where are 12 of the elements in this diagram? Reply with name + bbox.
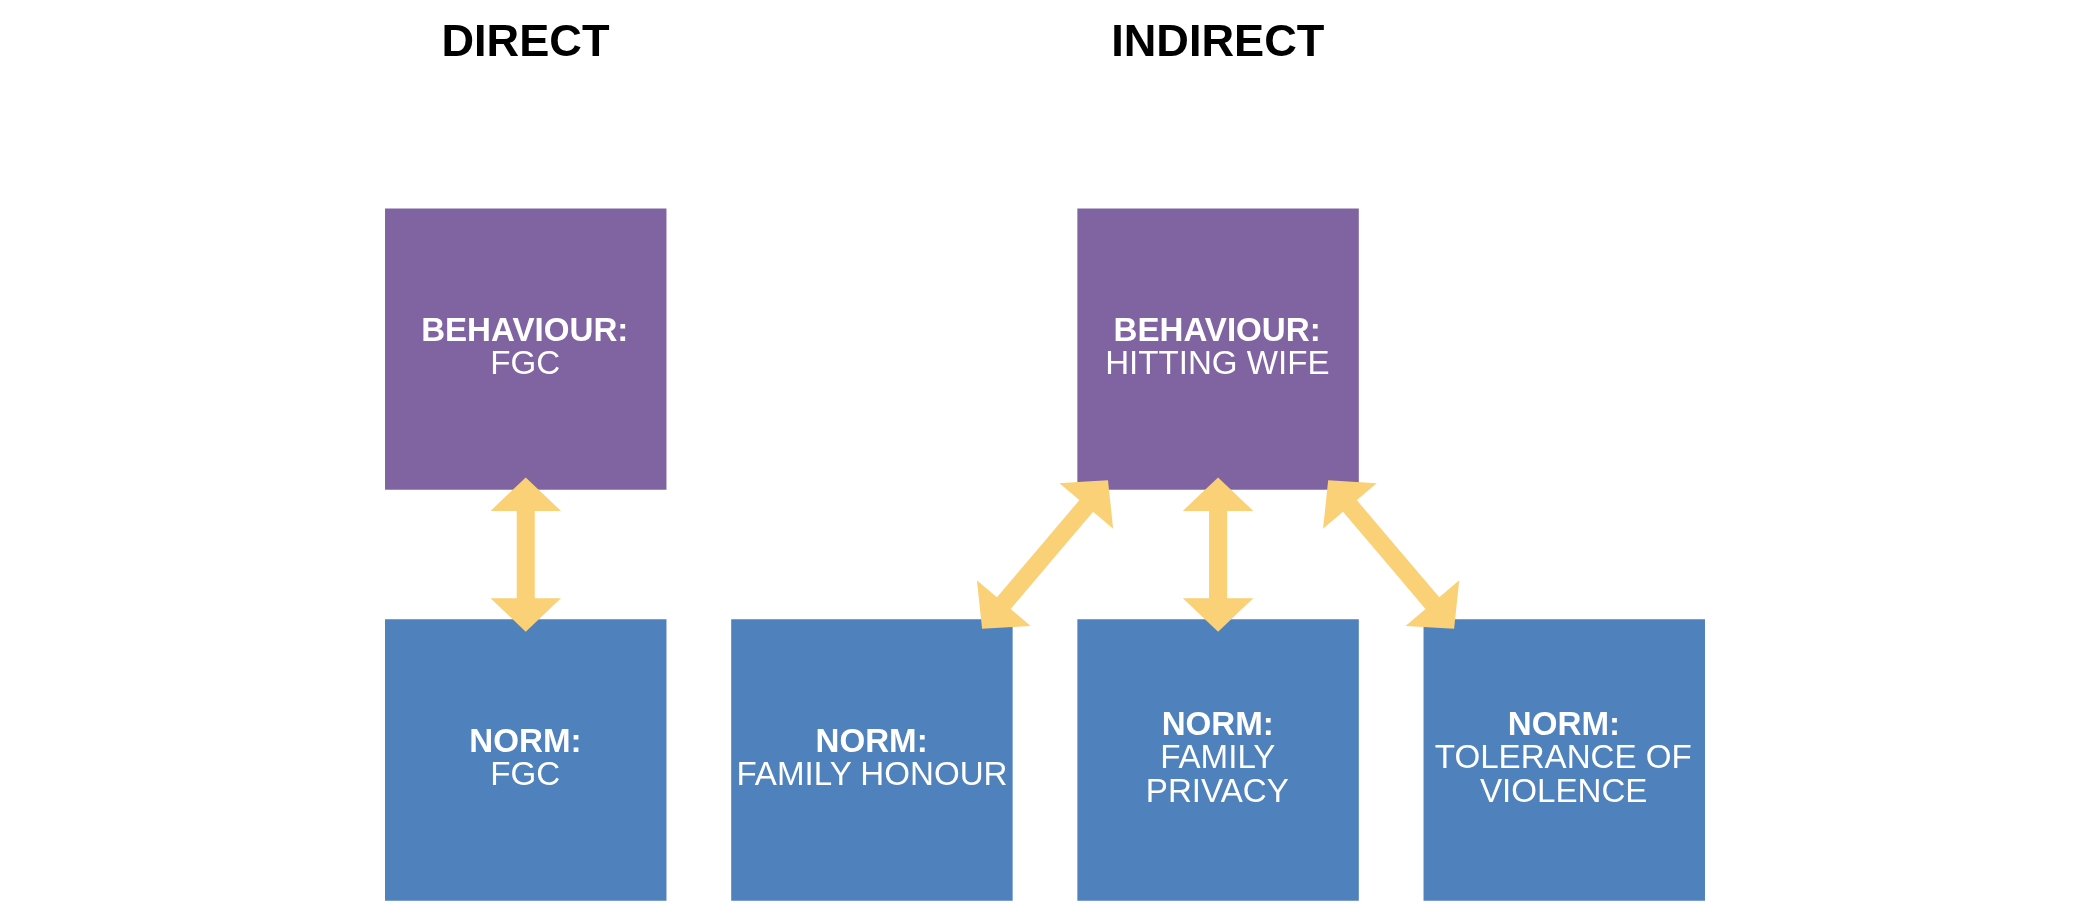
node-box: NORM: FAMILY HONOUR <box>731 619 1013 901</box>
node-box: BEHAVIOUR: HITTING WIFE <box>1077 208 1359 490</box>
arrow <box>490 477 561 632</box>
label: DIRECT <box>441 15 610 67</box>
arrow <box>1182 477 1254 632</box>
node-box: NORM: FGC <box>385 619 667 901</box>
arrow <box>976 480 1114 629</box>
node-box: NORM: FAMILY PRIVACY <box>1077 619 1359 901</box>
node-box: BEHAVIOUR: FGC <box>385 208 667 490</box>
arrow <box>1323 480 1460 629</box>
label: INDIRECT <box>1111 15 1325 67</box>
node-box: NORM: TOLERANCE OF VIOLENCE <box>1423 619 1705 901</box>
